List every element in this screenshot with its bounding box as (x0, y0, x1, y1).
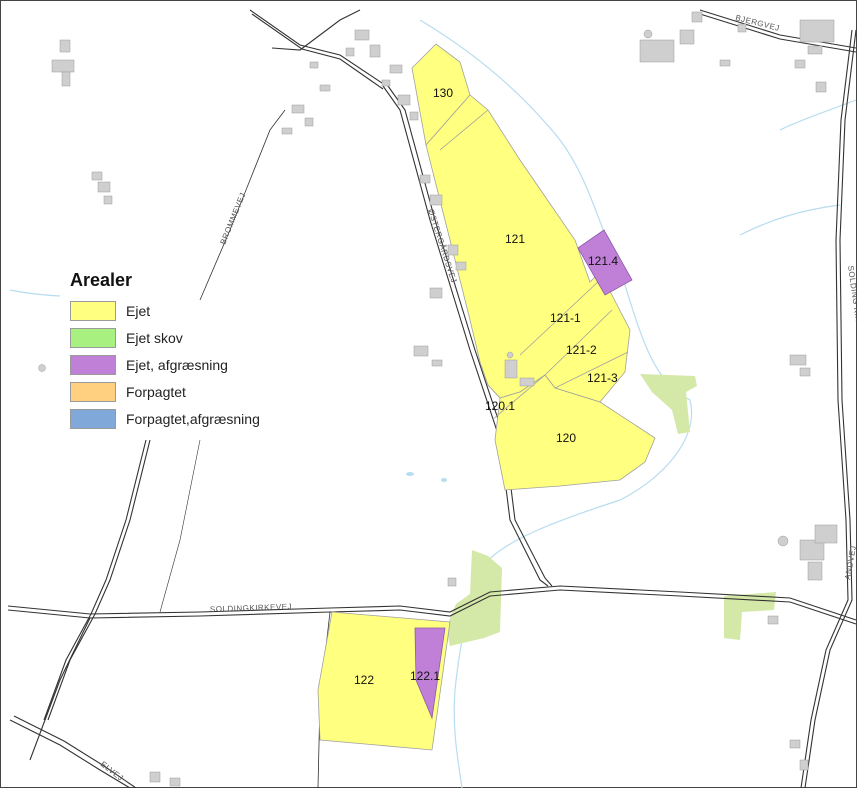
parcel-label-121: 121 (505, 232, 525, 246)
parcel-label-122: 122 (354, 673, 374, 687)
parcel-label-121-3: 121-3 (587, 371, 618, 385)
grazing-parcels (414, 229, 633, 720)
roads (7, 9, 857, 788)
parcel-label-122-1: 122.1 (410, 669, 440, 683)
legend-swatch-owned-forest (70, 327, 116, 348)
legend-swatch-owned-grazing (70, 354, 116, 375)
legend-item-owned-grazing: Ejet, afgræsning (70, 351, 310, 378)
legend-label: Forpagtet,afgræsning (126, 410, 260, 427)
parcel-label-121-4: 121.4 (588, 254, 618, 268)
forest-southeast (724, 592, 776, 640)
parcel-120 (494, 374, 656, 491)
parcel-label-121-1: 121-1 (550, 311, 581, 325)
stream-east (739, 204, 841, 236)
parcel-labels: 130 121 121.4 121-1 121-2 121-3 120.1 12… (354, 86, 618, 687)
legend-item-leased: Forpagtet (70, 378, 310, 405)
parcel-label-130: 130 (433, 86, 453, 100)
legend-swatch-leased-grazing (70, 408, 116, 429)
legend-label: Forpagtet (126, 383, 186, 400)
parcel-label-120-1: 120.1 (485, 399, 515, 413)
parcel-130 (411, 43, 471, 146)
forest-central (446, 550, 502, 646)
legend-label: Ejet, afgræsning (126, 356, 228, 373)
legend: Arealer Ejet Ejet skov Ejet, afgræsning … (70, 270, 310, 432)
road-label-soldingkirkevej: SOLDINGKIRKEVEJ (210, 602, 292, 614)
stream-main (419, 19, 693, 788)
legend-item-leased-grazing: Forpagtet,afgræsning (70, 405, 310, 432)
forest-areas (446, 374, 776, 646)
parcel-label-120: 120 (556, 431, 576, 445)
parcel-122-1 (414, 627, 446, 720)
stream-northeast (779, 99, 857, 131)
parcel-label-121-2: 121-2 (566, 343, 597, 357)
legend-label: Ejet (126, 302, 151, 319)
legend-item-owned-forest: Ejet skov (70, 324, 310, 351)
streams (9, 19, 857, 788)
legend-swatch-leased (70, 381, 116, 402)
legend-title: Arealer (70, 270, 133, 290)
legend-item-owned: Ejet (70, 297, 310, 324)
legend-label: Ejet skov (126, 329, 183, 346)
stream-west (9, 289, 61, 297)
road-label-andvej: ANDVEJ (843, 545, 857, 581)
parcel-121-4 (577, 229, 633, 296)
buildings (38, 11, 838, 787)
forest-east (640, 374, 697, 434)
legend-swatch-owned (70, 300, 116, 321)
